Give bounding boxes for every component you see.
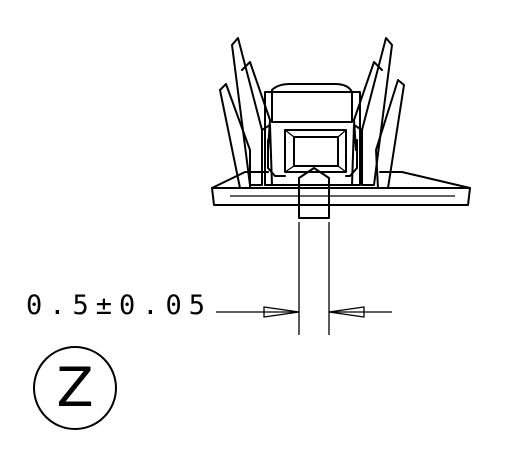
view-marker-letter: Z — [56, 356, 94, 419]
center-pin — [298, 167, 330, 219]
view-marker-circle: Z — [33, 346, 117, 430]
dimension-label: 0.5±0.05 — [26, 290, 213, 321]
dimension-lines — [216, 222, 392, 335]
housing-body — [264, 83, 361, 186]
left-spring-fingers — [219, 37, 273, 189]
